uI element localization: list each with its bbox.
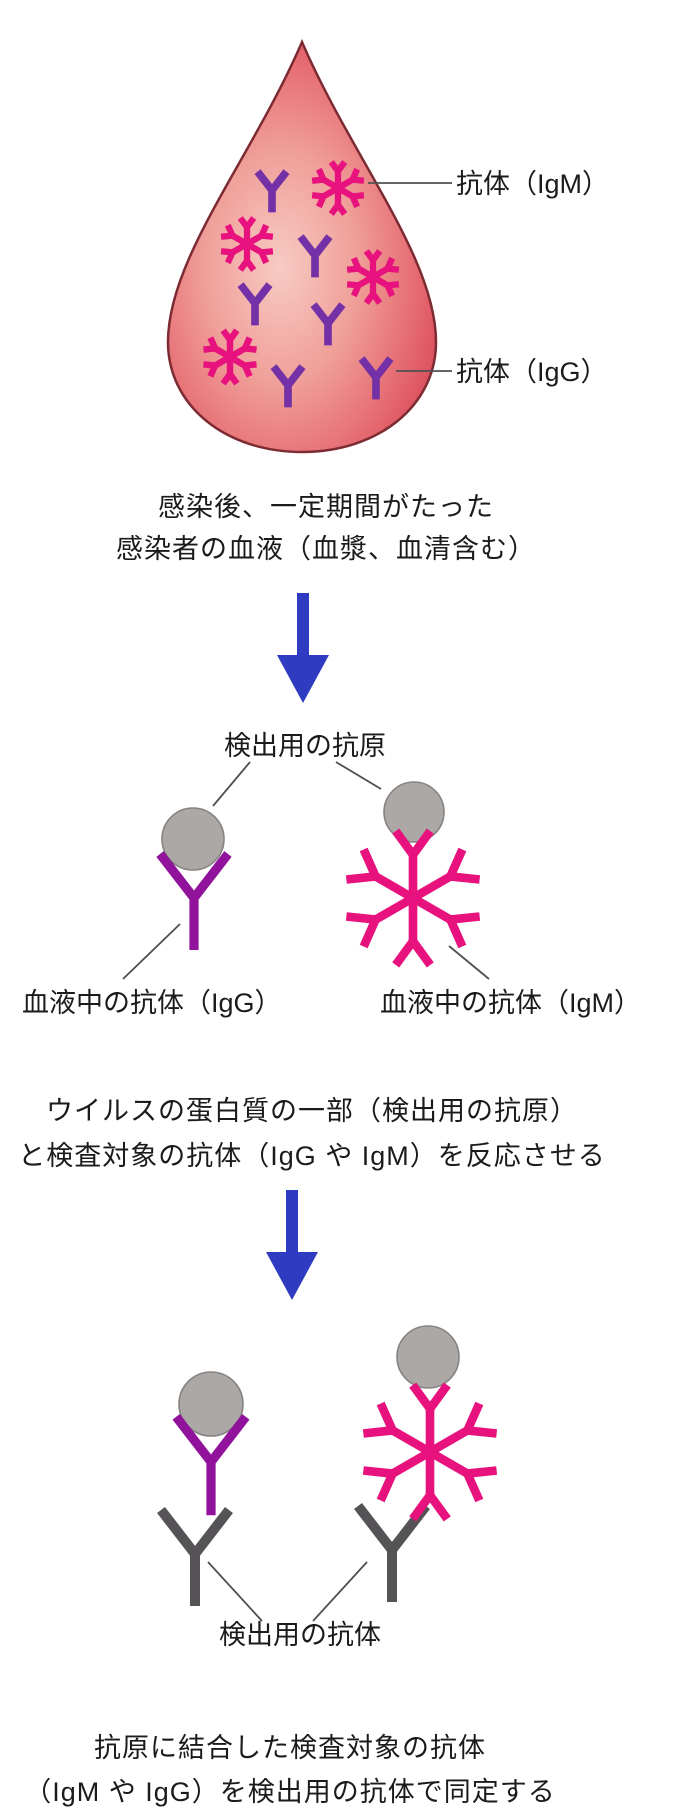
detection-antibody-label: 検出用の抗体	[219, 1620, 381, 1650]
antigen-bead-icon	[161, 807, 225, 871]
leader-line	[122, 923, 181, 980]
detection-antibody-icon	[161, 1510, 229, 1606]
caption-line: 抗原に結合した検査対象の抗体	[94, 1733, 486, 1763]
caption-line: と検査対象の抗体（IgG や IgM）を反応させる	[18, 1141, 606, 1171]
caption-bottom: 抗原に結合した検査対象の抗体 （IgM や IgG）を検出用の抗体で同定する	[0, 1726, 580, 1814]
blood-drop	[166, 38, 438, 454]
caption-top: 感染後、一定期間がたった 感染者の血液（血漿、血清含む）	[26, 486, 626, 570]
igm-antibody-icon	[346, 831, 479, 965]
igm-antibody-icon	[363, 1385, 496, 1519]
leader-line	[312, 1561, 368, 1622]
blood-igm-label: 血液中の抗体（IgM）	[380, 988, 642, 1018]
igm-label: 抗体（IgM）	[456, 169, 610, 199]
antigen-label: 検出用の抗原	[224, 731, 386, 761]
caption-line: 感染者の血液（血漿、血清含む）	[116, 534, 536, 564]
caption-line: 感染後、一定期間がたった	[158, 492, 494, 522]
antigen-bead-icon	[396, 1325, 460, 1389]
antigen-bead-icon	[383, 781, 445, 843]
down-arrow-icon	[266, 1190, 318, 1300]
igg-label: 抗体（IgG）	[456, 357, 608, 387]
leader-line	[448, 945, 490, 980]
leader-line	[207, 1561, 263, 1622]
down-arrow-icon	[277, 593, 329, 703]
caption-line: ウイルスの蛋白質の一部（検出用の抗原）	[46, 1096, 578, 1126]
leader-line	[335, 761, 382, 790]
blood-igg-label: 血液中の抗体（IgG）	[22, 988, 282, 1018]
caption-middle: ウイルスの蛋白質の一部（検出用の抗原） と検査対象の抗体（IgG や IgM）を…	[12, 1089, 612, 1179]
caption-line: （IgM や IgG）を検出用の抗体で同定する	[24, 1777, 556, 1807]
leader-line	[212, 761, 251, 807]
antigen-bead-icon	[178, 1371, 244, 1437]
